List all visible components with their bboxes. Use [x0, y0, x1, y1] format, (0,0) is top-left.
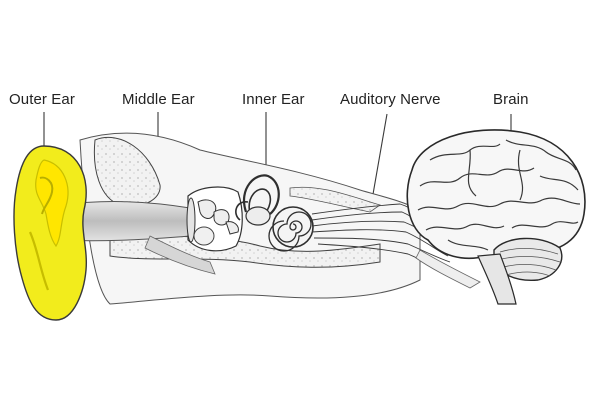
label-outer-ear: Outer Ear [9, 91, 75, 108]
semicircular-canal-1 [243, 174, 280, 215]
brain-cerebrum [406, 129, 586, 261]
middle-ear-bulb [193, 226, 215, 246]
cochlea [272, 206, 314, 248]
label-brain: Brain [493, 91, 529, 108]
label-auditory-nerve: Auditory Nerve [340, 91, 441, 108]
vestibule [245, 206, 271, 226]
outer-ear-inner-fold [35, 159, 69, 248]
semicircular-canal-2 [248, 188, 272, 217]
cochlea-spiral [268, 211, 312, 252]
temporal-bone-upper [93, 136, 161, 207]
eardrum [186, 197, 196, 243]
outer-ear-lobe-fold [28, 231, 50, 291]
brainstem [477, 253, 517, 305]
semicircular-canal-3 [235, 201, 249, 221]
label-middle-ear: Middle Ear [122, 91, 195, 108]
label-inner-ear: Inner Ear [242, 91, 305, 108]
eustachian-tube [144, 235, 216, 275]
brain-base [415, 249, 481, 289]
brain-gyri [417, 139, 581, 251]
leader-auditory-nerve [371, 113, 388, 201]
inner-ear [235, 174, 280, 221]
temporal-bone-ridge [289, 186, 381, 213]
stapes [225, 221, 239, 235]
outer-ear-crease [39, 176, 54, 215]
